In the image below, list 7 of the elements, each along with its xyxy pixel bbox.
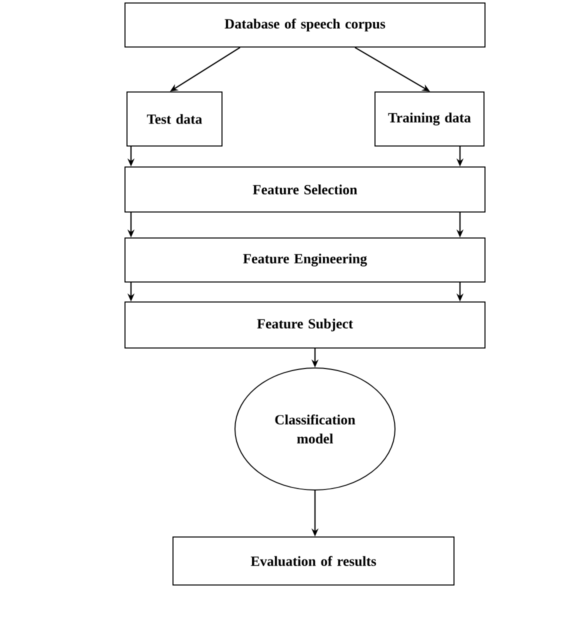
- process-box: Test data: [126, 92, 222, 146]
- process-box: Training data: [374, 92, 484, 146]
- process-box: Feature Selection: [124, 166, 486, 212]
- process-box: Database of speech corpus: [124, 2, 486, 48]
- process-box: Feature Engineering: [124, 238, 486, 282]
- process-box: Feature Subject: [124, 302, 486, 348]
- process-box: Evaluation of results: [172, 536, 454, 586]
